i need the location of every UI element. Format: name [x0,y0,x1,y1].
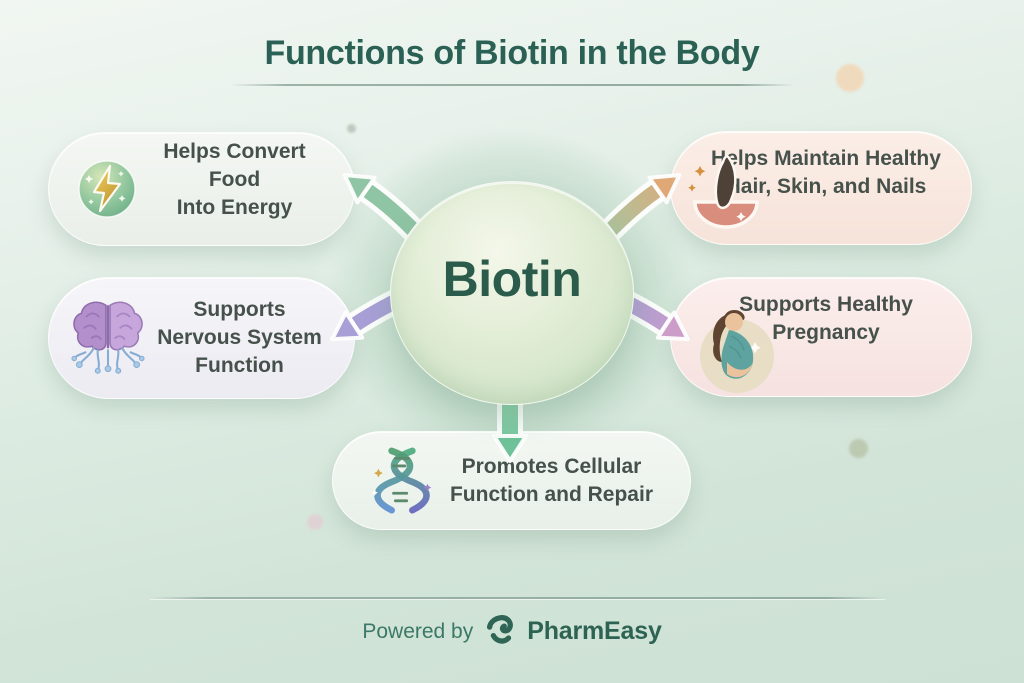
page-title: Functions of Biotin in the Body [264,34,760,72]
pharmeasy-wordmark: PharmEasy [527,617,662,645]
decor-dot [836,64,864,92]
decor-dot [347,124,356,133]
card-cellular-function: Promotes Cellular Function and Repair [332,431,691,530]
lightning-icon [77,159,137,219]
footer: Powered by PharmEasy [0,612,1024,651]
decor-dot [307,514,323,530]
card-healthy-pregnancy: Supports Healthy Pregnancy [670,277,972,397]
card-label: Helps Maintain Healthy Hair, Skin, and N… [711,147,941,198]
card-convert-food-energy: Helps Convert Food Into Energy [48,132,355,246]
pregnant-woman-icon [697,304,777,404]
powered-by-text: Powered by [362,619,474,643]
hair-follicle-icon [683,150,767,246]
card-label: Supports Healthy Pregnancy [739,293,913,344]
brain-icon [69,295,147,381]
biotin-label: Biotin [442,251,582,307]
card-nervous-system: Supports Nervous System Function [48,277,355,399]
decor-dot [849,439,868,458]
card-hair-skin-nails: Helps Maintain Healthy Hair, Skin, and N… [670,131,972,245]
footer-divider [150,597,885,599]
biotin-center-node: Biotin [390,181,634,405]
title-underline [230,84,795,86]
card-label: Helps Convert Food Into Energy [163,140,306,219]
card-label: Supports Nervous System Function [157,298,322,377]
pharmeasy-logo-icon [483,612,517,651]
dna-icon [369,443,435,519]
card-label: Promotes Cellular Function and Repair [449,454,653,506]
